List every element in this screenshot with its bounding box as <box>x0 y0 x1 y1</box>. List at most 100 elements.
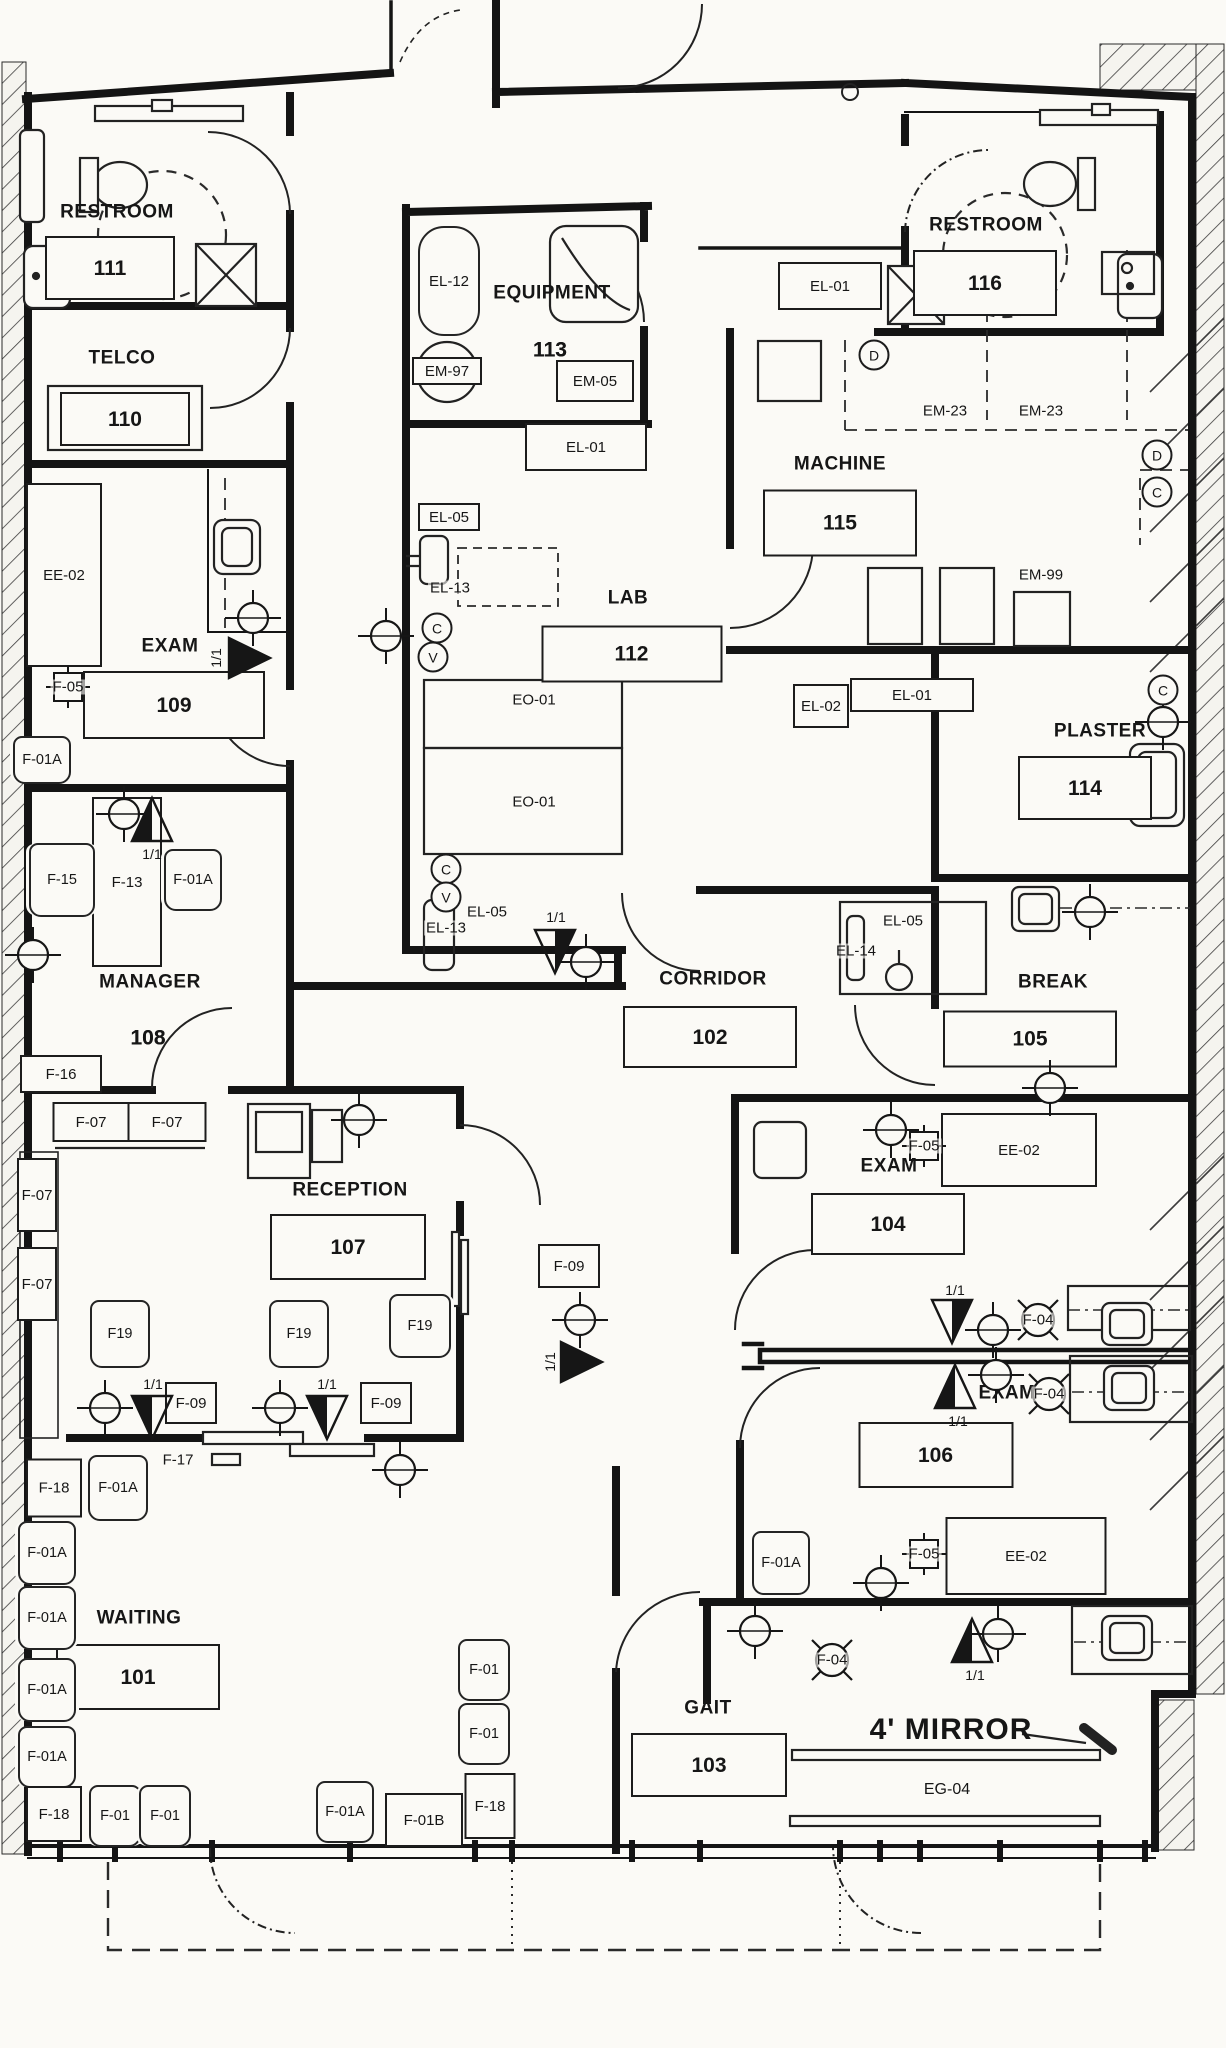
chair-fixture-tag: F-01A <box>18 1521 76 1585</box>
stool-symbol-label: F-05 <box>50 678 86 696</box>
fixture-tag: EM-97 <box>412 357 482 385</box>
stool-symbol-label: F-05 <box>906 1545 942 1563</box>
grid-bubble-icon <box>96 786 152 842</box>
grid-bubble-icon <box>5 927 61 983</box>
keynote-flag-label: 1/1 <box>143 1376 163 1392</box>
letter-bubble-c: C <box>1141 476 1173 508</box>
chair-fixture-tag: F19 <box>90 1300 150 1368</box>
fixture-tag: EM-23 <box>920 402 970 420</box>
fixture-tag: F-18 <box>26 1786 82 1842</box>
fixture-tag: F-01B <box>385 1793 463 1847</box>
room-number-box: 102 <box>623 1006 797 1068</box>
keynote-flag-label: 1/1 <box>546 909 566 925</box>
fixture-tag: EM-05 <box>556 360 634 402</box>
grid-bubble-icon <box>727 1603 783 1659</box>
grid-bubble-icon <box>331 1092 387 1148</box>
room-name-label: EQUIPMENT <box>493 282 611 304</box>
chair-fixture-tag: F-01A <box>13 736 71 784</box>
clock-symbol-label: F-04 <box>814 1651 850 1669</box>
chair-fixture-tag: F19 <box>269 1300 329 1368</box>
grid-bubble-icon <box>558 934 614 990</box>
keynote-flag-icon <box>950 1616 994 1664</box>
room-number-box: 114 <box>1018 756 1152 820</box>
room-name-label: RESTROOM <box>929 214 1043 236</box>
fixture-tag: EE-02 <box>26 483 102 667</box>
chair-fixture-tag: F-01A <box>18 1586 76 1650</box>
chair-fixture-tag: F-01 <box>458 1639 510 1701</box>
grid-bubble-icon <box>372 1442 428 1498</box>
room-name-label: MACHINE <box>793 453 887 475</box>
fixture-tag: F-09 <box>360 1382 412 1424</box>
mirror-annotation: 4' MIRROR <box>869 1713 1033 1746</box>
keynote-flag-icon <box>227 636 273 680</box>
room-name-label: EXAM <box>860 1155 918 1177</box>
grid-bubble-icon <box>863 1102 919 1158</box>
keynote-flag-label: 1/1 <box>142 846 162 862</box>
chair-fixture-tag: F-01A <box>316 1781 374 1843</box>
chair-fixture-tag: F-01A <box>752 1531 810 1595</box>
fixture-tag: EO-01 <box>510 691 558 709</box>
room-number-box: 115 <box>763 489 917 556</box>
grid-bubble-icon <box>1022 1060 1078 1116</box>
room-name-label: CORRIDOR <box>659 968 767 990</box>
letter-bubble-c: C <box>430 853 462 885</box>
grid-bubble-icon <box>252 1380 308 1436</box>
fixture-tag: EM-23 <box>1016 402 1066 420</box>
room-number-box: 101 <box>56 1644 220 1710</box>
keynote-flag-label: 1/1 <box>542 1352 558 1372</box>
fixture-tag: F-09 <box>538 1244 600 1288</box>
keynote-flag-label: 1/1 <box>208 648 224 668</box>
keynote-flag-icon <box>930 1298 974 1346</box>
chair-fixture-tag: F-01A <box>18 1658 76 1722</box>
grid-bubble-icon <box>968 1347 1024 1403</box>
clock-symbol-label: F-04 <box>1031 1385 1067 1403</box>
grid-bubble-icon <box>552 1292 608 1348</box>
chair-fixture-tag: F-01 <box>89 1785 141 1847</box>
fixture-tag: F-09 <box>165 1382 217 1424</box>
room-name-label: MANAGER <box>99 971 201 993</box>
room-number-box: 111 <box>45 236 175 300</box>
room-number-box: 105 <box>943 1010 1117 1067</box>
chair-fixture-tag: F-01 <box>458 1703 510 1765</box>
fixture-tag: EM-99 <box>1016 566 1066 584</box>
room-number-box: 103 <box>631 1733 787 1797</box>
keynote-flag-icon <box>933 1362 977 1410</box>
room-number-box: 107 <box>270 1214 426 1280</box>
grid-bubble-icon <box>1062 884 1118 940</box>
letter-bubble-v: V <box>430 881 462 913</box>
grid-bubble-icon <box>970 1606 1026 1662</box>
chair-fixture-tag: F19 <box>389 1294 451 1358</box>
fixture-tag: EL-13 <box>423 919 469 937</box>
fixture-tag: EO-01 <box>510 793 558 811</box>
wall-hatching <box>1 43 1225 1855</box>
fixture-tag: EE-02 <box>941 1113 1097 1187</box>
keynote-flag-icon <box>305 1394 349 1442</box>
letter-bubble-v: V <box>417 641 449 673</box>
grid-bubble-icon <box>225 590 281 646</box>
letter-bubble-d: D <box>1141 439 1173 471</box>
fixture-tag: EL-01 <box>525 423 647 471</box>
storefront-mullions <box>57 1840 1148 1862</box>
keynote-flag-label: 1/1 <box>948 1413 968 1429</box>
room-name-label: RECEPTION <box>292 1179 408 1201</box>
chair-fixture-tag: F-01 <box>139 1785 191 1847</box>
room-name-label: GAIT <box>684 1697 732 1719</box>
chair-fixture-tag: F-01A <box>18 1726 76 1788</box>
room-name-label: BREAK <box>1017 971 1089 993</box>
fixture-tag: EL-02 <box>793 684 849 728</box>
keynote-flag-label: 1/1 <box>965 1667 985 1683</box>
room-number-box: 112 <box>541 625 722 682</box>
room-number-box: 106 <box>858 1422 1013 1488</box>
fixture-tag: EL-01 <box>850 678 974 712</box>
keynote-flag-icon <box>130 795 174 843</box>
eg04-tag: EG-04 <box>923 1781 971 1798</box>
fixture-tag: EL-05 <box>464 903 510 921</box>
fixture-tag: EE-02 <box>945 1517 1107 1595</box>
fixture-tag: F-17 <box>160 1451 196 1469</box>
fixture-tag: EL-14 <box>833 942 879 960</box>
fixture-tag: F-18 <box>26 1458 82 1518</box>
grid-bubble-icon <box>1135 694 1191 750</box>
keynote-flag-label: 1/1 <box>945 1282 965 1298</box>
fixture-tag: EL-05 <box>880 912 926 930</box>
